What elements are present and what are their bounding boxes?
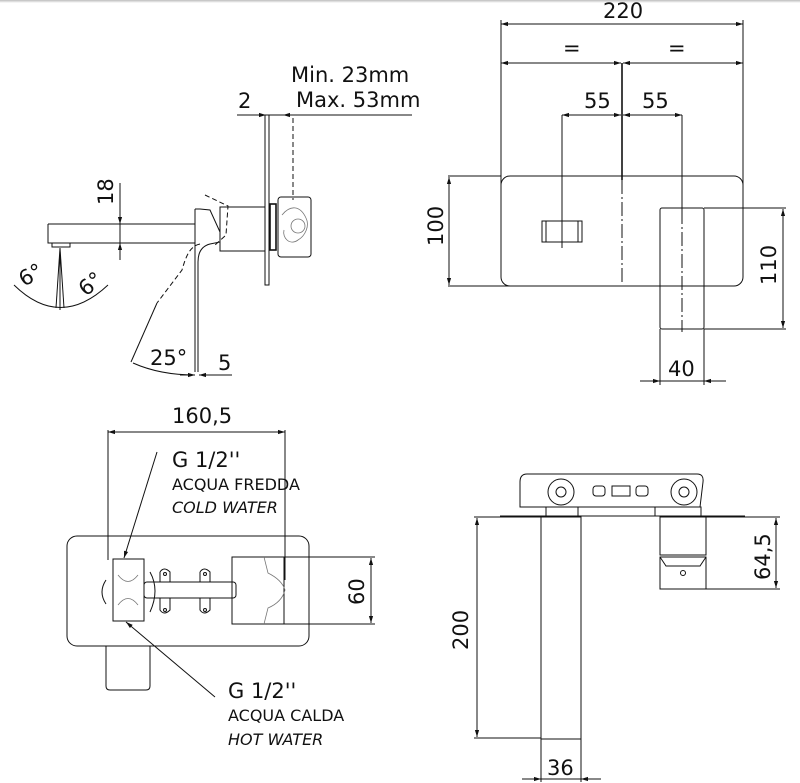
- installed-spout: [540, 516, 582, 740]
- top-plate: [66, 535, 310, 647]
- lever-rotated: [156, 194, 229, 304]
- plate-thickness-label: 2: [238, 89, 251, 113]
- side-view: Min. 23mm Max. 53mm 2 18 6° 6°: [13, 63, 420, 378]
- half-right-label: =: [668, 36, 686, 60]
- cartridge-body: [277, 196, 312, 258]
- body-depth-label: 60: [345, 578, 369, 605]
- lever-width-label: 40: [668, 357, 695, 381]
- hot-thread-label: G 1/2'': [228, 679, 296, 703]
- front-view: 220 = = 55 55 100 110: [424, 0, 786, 385]
- wall-min-label: Min. 23mm: [291, 63, 409, 87]
- hot-label-en: HOT WATER: [228, 730, 323, 749]
- offset-left-label: 55: [584, 89, 611, 113]
- spout-outlet: [541, 220, 583, 243]
- window-top-edge: [0, 0, 800, 3]
- installed-view: 200 36 64,5: [449, 473, 780, 782]
- spray-angle-right: 6°: [74, 267, 108, 301]
- installed-lever: [659, 516, 707, 556]
- lever-height-label: 110: [757, 245, 781, 285]
- cold-fitting: [112, 558, 145, 622]
- cold-leader: [123, 451, 158, 559]
- offset-right-label: 55: [642, 89, 669, 113]
- hot-fitting: [231, 556, 285, 625]
- plate-height-label: 100: [424, 206, 448, 246]
- plate-width-label: 220: [603, 0, 643, 23]
- top-lever: [105, 646, 151, 691]
- spout-length-label: 200: [449, 610, 473, 650]
- valve-body: [219, 206, 266, 252]
- lever-projection-label: 64,5: [751, 533, 775, 580]
- spout: [47, 223, 195, 244]
- lever-offset-label: 5: [218, 351, 231, 375]
- cold-thread-label: G 1/2'': [172, 448, 240, 472]
- spout-width-label: 36: [547, 756, 574, 780]
- lever-angle-label: 25°: [150, 346, 187, 370]
- spray-angle-left: 6°: [15, 259, 48, 292]
- lever: [195, 208, 221, 372]
- body-length-label: 160,5: [172, 404, 232, 428]
- wall-plate: [264, 114, 270, 286]
- cold-label-en: COLD WATER: [172, 498, 278, 517]
- half-left-label: =: [563, 36, 581, 60]
- wall-max-label: Max. 53mm: [296, 88, 420, 112]
- spout-height-label: 18: [94, 178, 118, 205]
- hot-leader: [125, 621, 216, 698]
- top-view: 160,5 60 G 1/2'' ACQUA FREDDA COLD WATER…: [66, 404, 375, 749]
- cold-label-it: ACQUA FREDDA: [172, 475, 300, 494]
- spray-arc: [13, 284, 109, 308]
- hot-label-it: ACQUA CALDA: [228, 706, 344, 725]
